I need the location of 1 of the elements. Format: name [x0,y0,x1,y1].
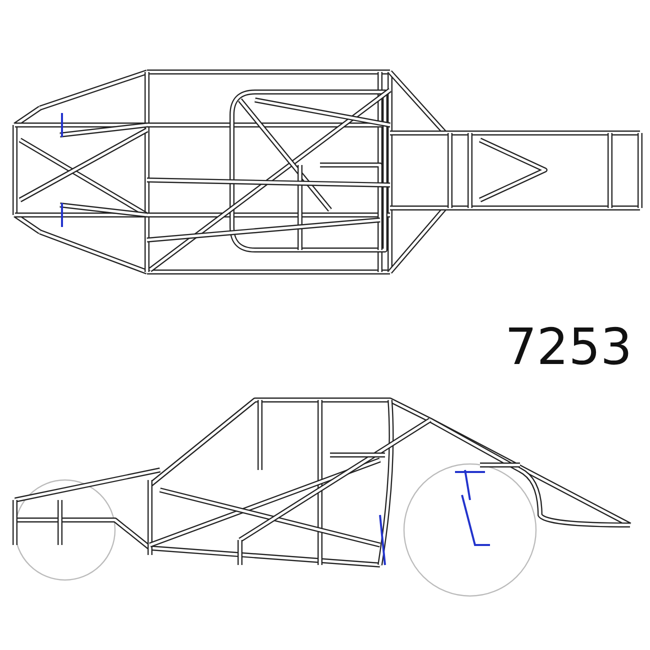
part-number: 7253 [505,318,632,376]
